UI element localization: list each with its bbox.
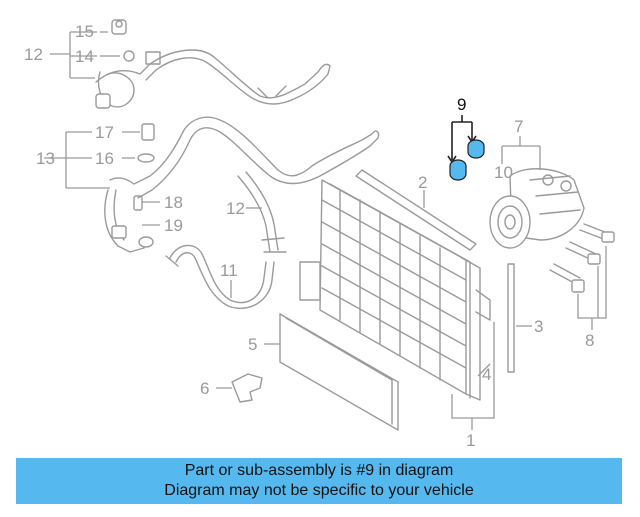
valve-18 [133,195,143,211]
callout-14: 14 [75,47,94,66]
callout-12-top: 12 [24,45,43,64]
condenser-1: 1 4 [299,179,495,450]
callout-18: 18 [164,193,183,212]
seal-strip-2: 2 [355,169,477,251]
part-9-highlighted: 9 [447,95,485,181]
sensor-17 [141,123,155,141]
hose-line-upper [95,49,331,109]
callout-4: 4 [482,365,491,384]
callout-group-12-14-15: 12 15 14 [24,22,120,79]
callout-6: 6 [200,379,209,398]
bracket-6: 6 [200,373,263,403]
drier-rod-3: 3 [507,263,543,373]
callout-3: 3 [534,317,543,336]
banner-line-disclaimer: Diagram may not be specific to your vehi… [164,482,474,499]
oring-19 [138,236,154,248]
callout-15: 15 [75,22,94,41]
pressure-line [104,116,380,253]
callout-5: 5 [248,335,257,354]
callout-16: 16 [95,149,114,168]
callout-7: 7 [514,117,523,136]
info-banner: Part or sub-assembly is #9 in diagram Di… [16,458,622,504]
oring-16 [137,153,155,163]
callout-12-mid: 12 [226,199,245,218]
hose-12: 12 [226,171,287,253]
callout-13: 13 [36,149,55,168]
callout-17: 17 [95,123,114,142]
callout-11: 11 [220,261,238,280]
callout-9: 9 [457,95,466,114]
cap-15 [111,19,127,35]
service-cap-upper [467,139,485,159]
oring-14 [123,50,135,62]
banner-line-part: Part or sub-assembly is #9 in diagram [184,462,454,479]
callout-19: 19 [164,216,183,235]
hose-11: 11 [165,244,275,309]
callout-2: 2 [418,173,427,192]
service-cap-lower [449,159,467,181]
callout-8: 8 [585,331,594,350]
bolts-8: 8 [549,223,615,350]
callout-1: 1 [466,431,475,450]
panel-5: 5 [248,313,399,431]
callout-10: 10 [494,163,513,182]
callout-group-13-19: 13 17 16 18 19 [36,123,183,235]
compressor-7: 7 10 [489,117,585,249]
